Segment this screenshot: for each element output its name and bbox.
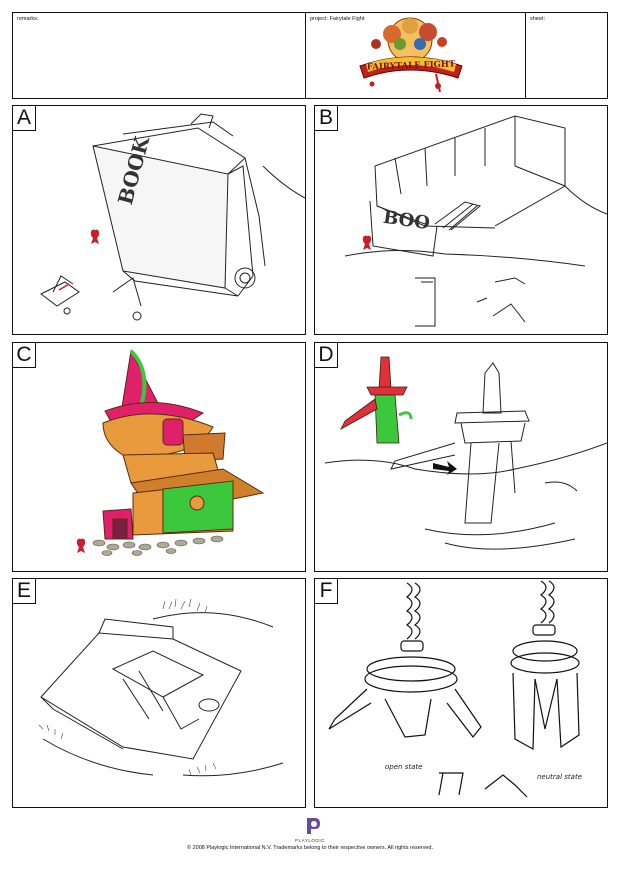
panel-e-slope-sketch <box>38 598 284 777</box>
panel-d-letter: D <box>315 343 338 368</box>
header-sheet-box: sheet: <box>525 12 608 99</box>
playlogic-logo-icon <box>303 816 321 836</box>
panel-f-claw-sketch <box>328 580 580 798</box>
project-label: project: Fairytale Fight <box>310 16 365 22</box>
remarks-label: remarks: <box>17 16 39 22</box>
sheet-label: sheet: <box>530 16 545 22</box>
playlogic-brand: PLAYLOGIC <box>295 838 325 843</box>
header-remarks-box: remarks: <box>12 12 306 99</box>
panel-c-boot-house-illustration <box>76 349 265 556</box>
fairytale-fight-logo: FAIRYTALE FIGHT <box>352 14 470 94</box>
panel-a-book-sketch <box>40 113 305 321</box>
copyright-text: © 2008 Playlogic International N.V. Trad… <box>187 845 433 851</box>
panel-e-letter: E <box>13 579 36 604</box>
panel-d-tree-slide-sketch <box>324 356 607 550</box>
panel-b-bridge-sketch <box>344 115 607 327</box>
panel-d: D <box>314 342 608 572</box>
panel-f: open state neutral state F <box>314 578 608 808</box>
panel-c: C <box>12 342 306 572</box>
panel-e: E <box>12 578 306 808</box>
panel-a: BOOK A <box>12 105 306 335</box>
open-state-note: open state <box>385 763 423 771</box>
panel-c-letter: C <box>13 343 36 368</box>
panel-a-letter: A <box>13 106 36 131</box>
panel-b-letter: B <box>315 106 338 131</box>
neutral-state-note: neutral state <box>537 773 582 781</box>
logo-artwork <box>359 17 463 93</box>
panel-b: BOO B <box>314 105 608 335</box>
panel-f-letter: F <box>315 579 338 604</box>
